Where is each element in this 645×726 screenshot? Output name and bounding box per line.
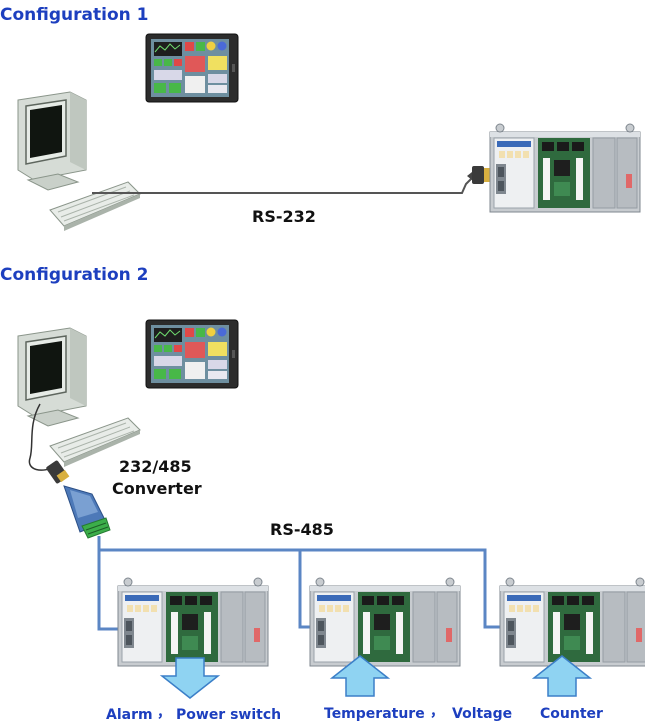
counter-label: Counter — [540, 706, 603, 722]
config1-heading: Configuration 1 — [0, 5, 148, 25]
rs232-cable — [92, 175, 475, 194]
rs232-label: RS-232 — [252, 207, 316, 226]
power-switch-label: Power switch — [176, 707, 281, 723]
hmi-panel-2-icon — [145, 319, 239, 389]
separator-1: ， — [157, 705, 171, 721]
temperature-label: Temperature — [324, 706, 425, 722]
config2-heading: Configuration 2 — [0, 265, 148, 285]
plc-rack-2-icon — [117, 577, 269, 667]
rs485-label: RS-485 — [270, 520, 334, 539]
separator-2: ， — [430, 704, 444, 720]
converter-label-line1: 232/485 — [119, 457, 192, 476]
hmi-panel-1-icon — [145, 33, 239, 103]
plc-rack-3-icon — [309, 577, 461, 667]
voltage-label: Voltage — [452, 706, 512, 722]
pc-to-converter-cable — [28, 403, 57, 471]
rs485-bus — [97, 536, 510, 631]
pc-1-icon — [17, 91, 141, 232]
alarm-label: Alarm — [106, 707, 153, 723]
pc-2-icon — [17, 327, 141, 468]
converter-label-line2: Converter — [112, 479, 202, 498]
plc-rack-1-icon — [489, 123, 641, 213]
converter-232-485-icon — [46, 460, 111, 539]
db9-connector-icon — [467, 166, 490, 184]
plc-rack-4-icon — [499, 577, 645, 667]
